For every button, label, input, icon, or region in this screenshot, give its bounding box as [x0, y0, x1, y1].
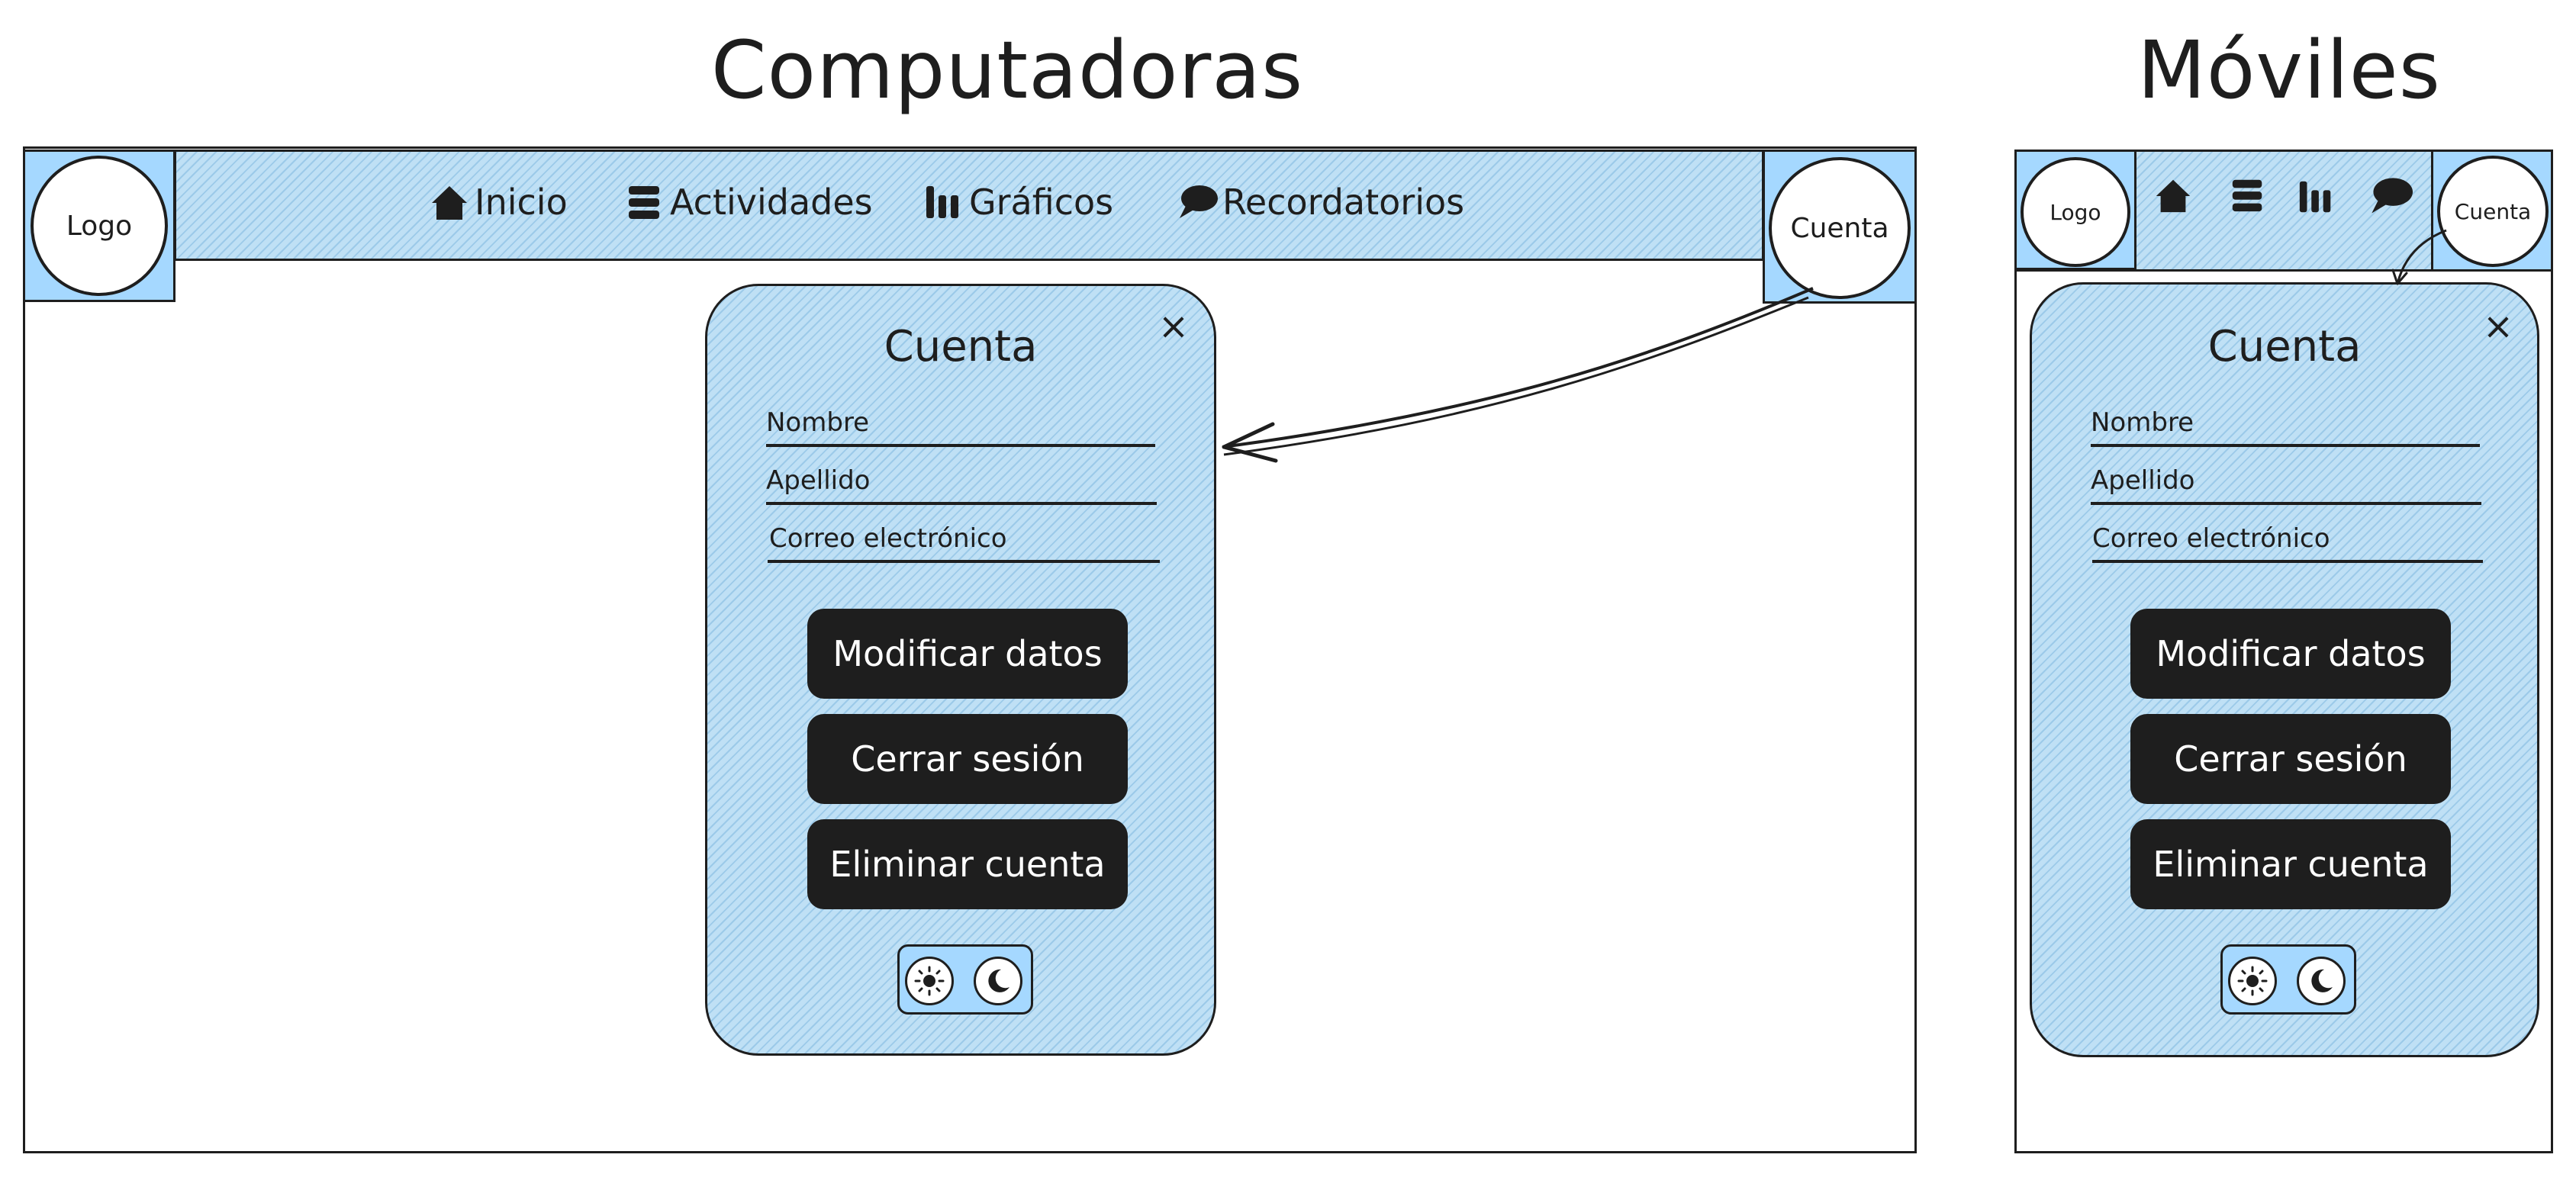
close-icon[interactable]: ×	[1158, 305, 1190, 348]
account-label: Cuenta	[1790, 212, 1889, 244]
desktop-logo[interactable]: Logo	[31, 156, 168, 296]
field-label-nombre: Nombre	[766, 407, 870, 438]
mobile-modify-data-button[interactable]: Modificar datos	[2130, 609, 2451, 699]
modify-data-button[interactable]: Modificar datos	[807, 609, 1128, 699]
panel-title: Cuenta	[884, 322, 1038, 371]
mobile-panel-title: Cuenta	[2207, 322, 2362, 371]
logo-label: Logo	[66, 210, 133, 242]
mobile-field-label-correo: Correo electrónico	[2092, 523, 2330, 554]
field-label-apellido: Apellido	[766, 465, 871, 496]
mobile-delete-account-button[interactable]: Eliminar cuenta	[2130, 819, 2451, 909]
mobile-logo[interactable]: Logo	[2021, 157, 2130, 267]
nav-item-inicio[interactable]: Inicio	[429, 182, 568, 223]
mobile-close-icon[interactable]: ×	[2482, 305, 2514, 348]
field-correo[interactable]	[768, 560, 1160, 563]
mobile-section-title: Móviles	[2137, 24, 2441, 117]
moon-icon[interactable]	[974, 957, 1022, 1005]
delete-account-button[interactable]: Eliminar cuenta	[807, 819, 1128, 909]
mobile-field-label-nombre: Nombre	[2091, 407, 2194, 438]
field-label-correo: Correo electrónico	[769, 523, 1007, 554]
mobile-field-label-apellido: Apellido	[2091, 465, 2195, 496]
nav-label-inicio: Inicio	[475, 182, 568, 223]
sun-icon[interactable]	[905, 957, 954, 1005]
mobile-account-button[interactable]: Cuenta	[2437, 156, 2549, 267]
nav-label-actividades: Actividades	[670, 182, 873, 223]
sun-icon	[914, 966, 945, 996]
list-icon[interactable]	[2228, 175, 2268, 215]
nav-label-recordatorios: Recordatorios	[1222, 182, 1465, 223]
nav-item-recordatorios[interactable]: Recordatorios	[1177, 182, 1464, 223]
mobile-logo-label: Logo	[2050, 199, 2101, 225]
mobile-field-correo[interactable]	[2092, 560, 2483, 563]
desktop-section-title: Computadoras	[710, 24, 1304, 117]
moon-icon	[2311, 969, 2333, 992]
bar-chart-icon	[926, 186, 958, 218]
bar-chart-icon[interactable]	[2297, 177, 2336, 217]
logout-button[interactable]: Cerrar sesión	[807, 714, 1128, 804]
mobile-sun-icon[interactable]	[2228, 957, 2277, 1005]
mobile-logout-button[interactable]: Cerrar sesión	[2130, 714, 2451, 804]
mobile-account-label: Cuenta	[2454, 198, 2532, 224]
moon-icon	[988, 969, 1009, 992]
field-nombre[interactable]	[766, 444, 1155, 447]
nav-label-graficos: Gráficos	[969, 182, 1114, 223]
desktop-account-button[interactable]: Cuenta	[1769, 157, 1911, 299]
speech-bubble-icon[interactable]	[2368, 174, 2413, 218]
sun-icon	[2237, 966, 2268, 996]
field-apellido[interactable]	[766, 502, 1157, 505]
mobile-moon-icon[interactable]	[2297, 957, 2346, 1005]
mobile-field-apellido[interactable]	[2091, 502, 2481, 505]
nav-item-graficos[interactable]: Gráficos	[923, 182, 1113, 223]
list-icon	[629, 186, 659, 219]
desktop-navbar	[174, 150, 1764, 261]
home-icon[interactable]	[2153, 175, 2193, 215]
mobile-field-nombre[interactable]	[2091, 444, 2480, 447]
speech-bubble-icon	[1180, 185, 1218, 218]
home-icon	[432, 186, 467, 220]
nav-item-actividades[interactable]: Actividades	[624, 182, 873, 223]
